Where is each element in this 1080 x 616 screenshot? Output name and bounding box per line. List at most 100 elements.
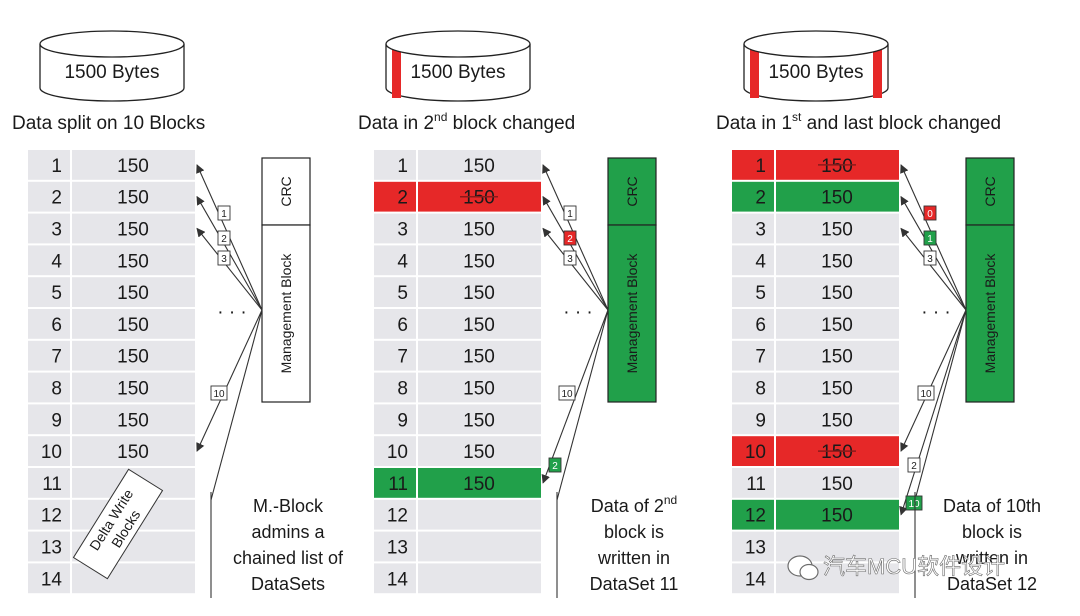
drum-cylinder: 1500 Bytes bbox=[385, 30, 531, 102]
badge-label: 3 bbox=[927, 254, 933, 265]
note-line: DataSet 12 bbox=[947, 574, 1037, 594]
badge-box bbox=[923, 250, 937, 266]
drum-body bbox=[39, 44, 185, 102]
row-number-cell bbox=[28, 309, 70, 339]
panel-heading-main: Data in 1 bbox=[716, 113, 792, 134]
drum-body bbox=[385, 44, 531, 102]
badge-label: 1 bbox=[927, 234, 933, 245]
row-number: 10 bbox=[41, 442, 62, 463]
row-number: 3 bbox=[397, 220, 408, 241]
chain-line bbox=[556, 309, 609, 501]
note-line: chained list of bbox=[233, 548, 344, 568]
crc-box bbox=[607, 157, 657, 226]
row-value: 150 bbox=[463, 188, 495, 209]
pointer-arrows bbox=[541, 164, 609, 501]
row-number: 4 bbox=[755, 251, 766, 272]
drum-top bbox=[743, 30, 889, 58]
note-line-main: DataSet 11 bbox=[590, 574, 679, 594]
drum-top bbox=[39, 30, 185, 58]
pointer-arrow bbox=[541, 309, 609, 484]
panel-heading-rest: block changed bbox=[447, 113, 575, 134]
drum-body bbox=[743, 44, 889, 102]
panel-heading: Data split on 10 Blocks bbox=[12, 113, 205, 134]
step-badge: 3 bbox=[217, 250, 231, 266]
table-row: 12 bbox=[374, 499, 541, 530]
row-value-cell bbox=[418, 213, 541, 244]
row-number: 1 bbox=[397, 156, 408, 177]
row-value-cell bbox=[72, 245, 195, 276]
row-value-cell bbox=[776, 499, 899, 530]
step-badge: 3 bbox=[923, 250, 937, 266]
row-value: 150 bbox=[117, 156, 149, 177]
step-badge: 10 bbox=[558, 385, 576, 401]
row-number: 2 bbox=[51, 188, 62, 209]
row-number: 14 bbox=[41, 569, 63, 590]
crc-label: CRC bbox=[278, 176, 294, 206]
row-number: 6 bbox=[755, 315, 766, 336]
table-row: 12 150 bbox=[732, 499, 899, 530]
badge-label: 10 bbox=[908, 499, 920, 510]
row-number: 4 bbox=[51, 251, 62, 272]
row-value: 150 bbox=[821, 506, 853, 527]
badge-box bbox=[905, 495, 923, 511]
row-value-cell bbox=[72, 436, 195, 466]
badge-box bbox=[548, 457, 562, 473]
row-number: 1 bbox=[755, 156, 766, 177]
row-number: 10 bbox=[387, 442, 408, 463]
badge-label: 10 bbox=[561, 389, 573, 400]
row-number-cell bbox=[28, 436, 70, 466]
row-value-cell bbox=[418, 468, 541, 498]
row-number: 12 bbox=[745, 506, 766, 527]
row-value: 150 bbox=[117, 410, 149, 431]
row-number-cell bbox=[28, 563, 70, 594]
row-number: 7 bbox=[755, 347, 766, 368]
pointer-arrow bbox=[542, 227, 609, 311]
step-badge: 2 bbox=[907, 457, 921, 473]
drum-red-band-left bbox=[750, 48, 759, 98]
management-block-label: Management Block bbox=[982, 253, 998, 374]
row-number-cell bbox=[732, 499, 774, 530]
row-value-cell bbox=[72, 150, 195, 180]
row-number-cell bbox=[374, 245, 416, 276]
row-value-cell bbox=[72, 340, 195, 371]
table-row: 14 bbox=[28, 563, 195, 594]
note-line: M.-Block bbox=[253, 496, 324, 516]
row-number: 14 bbox=[745, 569, 767, 590]
row-number: 7 bbox=[397, 347, 408, 368]
step-badge: 1 bbox=[563, 205, 577, 221]
chain-line bbox=[914, 309, 967, 501]
row-number-cell bbox=[28, 245, 70, 276]
badge-label: 3 bbox=[567, 254, 573, 265]
row-value: 150 bbox=[821, 379, 853, 400]
note-line: Data of 10th bbox=[943, 496, 1041, 516]
management-box bbox=[607, 224, 657, 403]
row-number: 1 bbox=[51, 156, 62, 177]
step-badge: 2 bbox=[563, 230, 577, 246]
note-line: block is bbox=[962, 522, 1022, 542]
drum-red-band-left bbox=[392, 48, 401, 98]
row-number-cell bbox=[732, 181, 774, 212]
badge-box bbox=[923, 230, 937, 246]
drum-cylinder: 1500 Bytes bbox=[39, 30, 185, 102]
note-line: Data of 2nd bbox=[591, 493, 677, 516]
row-value-cell bbox=[418, 531, 541, 562]
row-number: 12 bbox=[41, 506, 62, 527]
row-value: 150 bbox=[117, 220, 149, 241]
step-badge: 1 bbox=[217, 205, 231, 221]
row-number-cell bbox=[28, 499, 70, 530]
